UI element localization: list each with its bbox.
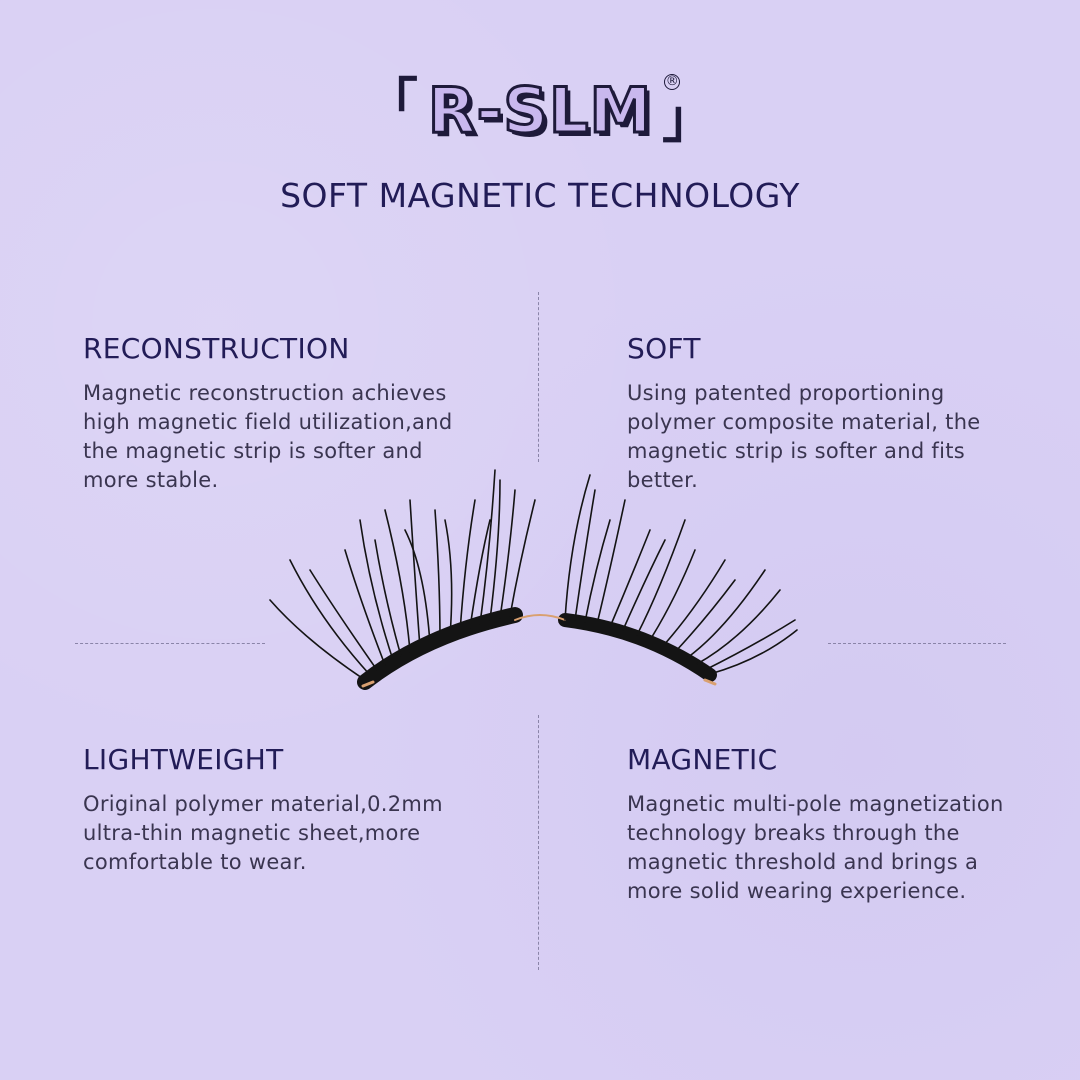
divider-horizontal-left (75, 643, 265, 644)
page-subtitle: SOFT MAGNETIC TECHNOLOGY (280, 176, 800, 215)
logo-open-bracket: 「 (365, 74, 418, 134)
feature-description: Magnetic multi-pole magnetization techno… (627, 792, 1004, 903)
feature-lightweight: LIGHTWEIGHT Original polymer material,0.… (83, 743, 473, 877)
feature-reconstruction: RECONSTRUCTION Magnetic reconstruction a… (83, 332, 473, 495)
magnetic-eyelash-image (269, 469, 798, 690)
feature-title: MAGNETIC (627, 743, 778, 776)
feature-description: Magnetic reconstruction achieves high ma… (83, 381, 453, 492)
brand-name: R-SLM (426, 74, 653, 147)
feature-soft: SOFT Using patented proportioning polyme… (627, 332, 1017, 495)
feature-magnetic: MAGNETIC Magnetic multi-pole magnetizati… (627, 743, 1027, 906)
feature-title: LIGHTWEIGHT (83, 743, 284, 776)
feature-title: SOFT (627, 332, 701, 365)
divider-vertical-bottom (538, 715, 539, 970)
divider-horizontal-right (828, 643, 1006, 644)
divider-vertical-top (538, 292, 539, 462)
feature-description: Using patented proportioning polymer com… (627, 381, 981, 492)
registered-mark: ® (664, 74, 681, 90)
feature-description: Original polymer material,0.2mm ultra-th… (83, 792, 443, 874)
brand-logo: 「 R-SLM ® 」 (0, 72, 1080, 162)
feature-title: RECONSTRUCTION (83, 332, 350, 365)
logo-close-bracket: 」 (662, 90, 715, 150)
